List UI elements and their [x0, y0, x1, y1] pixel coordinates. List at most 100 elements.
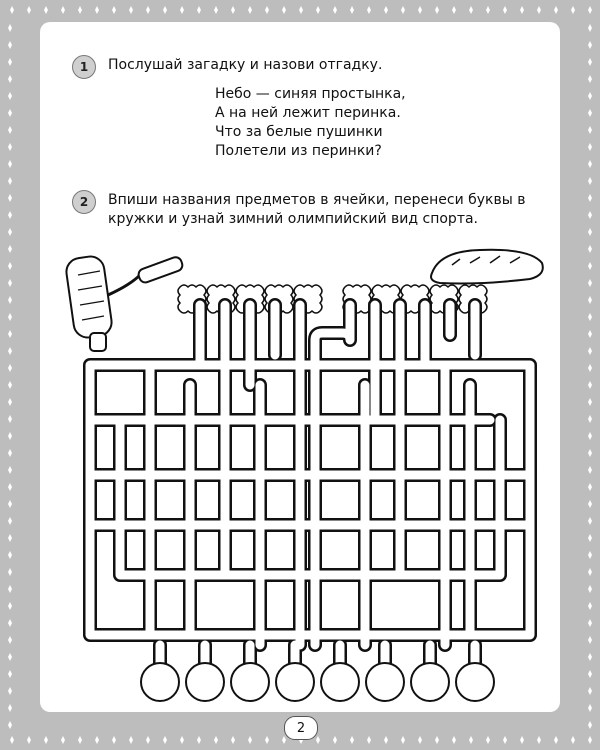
border-ornament — [588, 517, 592, 525]
border-ornament — [265, 736, 269, 744]
border-ornament — [180, 6, 184, 14]
border-ornament — [78, 736, 82, 744]
border-ornament — [231, 736, 235, 744]
border-ornament — [8, 262, 12, 270]
border-ornament — [8, 636, 12, 644]
border-ornament — [588, 313, 592, 321]
border-ornament — [588, 143, 592, 151]
border-ornament — [503, 736, 507, 744]
border-ornament — [282, 736, 286, 744]
border-ornament — [588, 551, 592, 559]
border-ornament — [44, 6, 48, 14]
border-ornament — [95, 736, 99, 744]
border-ornament — [588, 670, 592, 678]
border-ornament — [588, 432, 592, 440]
border-ornament — [588, 160, 592, 168]
answer-circles — [140, 662, 495, 702]
border-ornament — [27, 6, 31, 14]
border-ornament — [588, 687, 592, 695]
border-ornament — [588, 398, 592, 406]
border-ornament — [8, 109, 12, 117]
answer-circle — [365, 662, 405, 702]
border-ornament — [588, 619, 592, 627]
border-ornament — [452, 6, 456, 14]
border-ornament — [588, 736, 592, 744]
task-1-instruction: Послушай загадку и назови отгадку. — [108, 57, 383, 73]
border-ornament — [8, 704, 12, 712]
letter-cells-group-2 — [342, 284, 488, 314]
border-ornament — [248, 6, 252, 14]
border-ornament — [8, 432, 12, 440]
border-ornament — [503, 6, 507, 14]
border-ornament — [435, 736, 439, 744]
border-ornament — [588, 279, 592, 287]
answer-circle — [320, 662, 360, 702]
border-ornament — [8, 228, 12, 236]
border-ornament — [401, 736, 405, 744]
border-ornament — [10, 736, 14, 744]
border-ornament — [8, 415, 12, 423]
border-ornament — [588, 126, 592, 134]
border-ornament — [8, 619, 12, 627]
border-ornament — [588, 245, 592, 253]
border-ornament — [61, 6, 65, 14]
border-ornament — [588, 262, 592, 270]
border-ornament — [588, 483, 592, 491]
poem-line: Небо — синяя простынка, — [215, 86, 406, 102]
answer-circle — [230, 662, 270, 702]
border-ornament — [231, 6, 235, 14]
border-ornament — [112, 6, 116, 14]
answer-circle — [275, 662, 315, 702]
border-ornament — [367, 6, 371, 14]
border-ornament — [8, 585, 12, 593]
border-ornament — [384, 6, 388, 14]
border-ornament — [554, 736, 558, 744]
border-ornament — [588, 602, 592, 610]
maze-puzzle — [65, 248, 544, 702]
border-ornament — [8, 517, 12, 525]
border-ornament — [95, 6, 99, 14]
border-ornament — [8, 653, 12, 661]
border-ornament — [61, 736, 65, 744]
border-ornament — [588, 585, 592, 593]
border-ornament — [44, 736, 48, 744]
border-ornament — [588, 330, 592, 338]
page-number: 2 — [284, 716, 318, 740]
poem-line: Полетели из перинки? — [215, 143, 382, 159]
border-ornament — [571, 6, 575, 14]
border-ornament — [8, 330, 12, 338]
border-ornament — [8, 143, 12, 151]
border-ornament — [452, 736, 456, 744]
border-ornament — [435, 6, 439, 14]
border-ornament — [367, 736, 371, 744]
border-ornament — [8, 534, 12, 542]
border-ornament — [588, 704, 592, 712]
border-ornament — [588, 347, 592, 355]
border-ornament — [588, 75, 592, 83]
border-ornament — [8, 364, 12, 372]
border-ornament — [8, 75, 12, 83]
border-ornament — [588, 177, 592, 185]
border-ornament — [333, 6, 337, 14]
border-ornament — [350, 736, 354, 744]
poem-line: А на ней лежит перинка. — [215, 105, 401, 121]
task-number-badge: 2 — [72, 190, 96, 214]
border-ornament — [588, 721, 592, 729]
border-ornament — [588, 41, 592, 49]
border-ornament — [588, 500, 592, 508]
border-ornament — [112, 736, 116, 744]
task-1: 1 Послушай загадку и назови отгадку. — [72, 55, 528, 79]
border-ornament — [588, 449, 592, 457]
border-ornament — [486, 736, 490, 744]
border-ornament — [146, 736, 150, 744]
border-ornament — [8, 568, 12, 576]
border-ornament — [571, 736, 575, 744]
border-ornament — [554, 6, 558, 14]
riddle-poem: Небо — синяя простынка, А на ней лежит п… — [215, 85, 406, 161]
border-ornament — [588, 6, 592, 14]
border-ornament — [8, 41, 12, 49]
border-ornament — [588, 296, 592, 304]
border-ornament — [8, 160, 12, 168]
border-ornament — [265, 6, 269, 14]
border-ornament — [316, 6, 320, 14]
